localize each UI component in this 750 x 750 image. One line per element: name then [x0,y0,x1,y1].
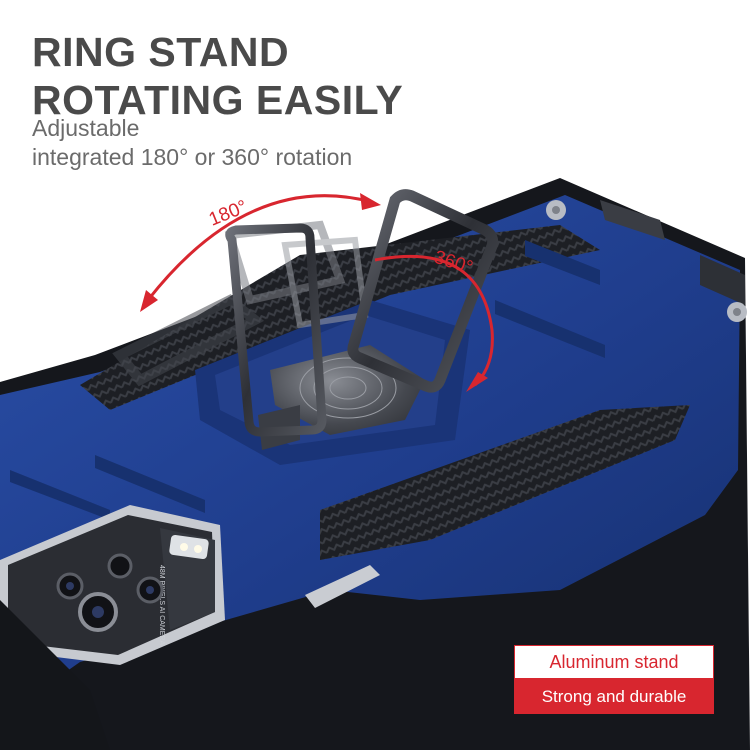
headline-line-1: RING STAND [32,29,290,75]
arrow-180-right-head [360,193,381,210]
subtitle: Adjustable integrated 180° or 360° rotat… [32,114,352,172]
rotation-arrows [146,194,494,387]
feature-badge: Aluminum stand Strong and durable [514,645,714,714]
camera-module-text: 48M PIXELS AI CAMERA [158,565,165,645]
headline: RING STAND ROTATING EASILY [32,28,403,124]
subtitle-line-2: integrated 180° or 360° rotation [32,144,353,170]
camera-module: 48M PIXELS AI CAMERA [0,505,225,665]
badge-bottom-label: Strong and durable [514,679,714,714]
ring-stand-rotated [347,189,499,393]
ring-stand-upright [225,223,327,437]
arrow-360-head [466,372,488,392]
subtitle-line-1: Adjustable [32,115,140,141]
headline-line-2: ROTATING EASILY [32,77,404,123]
badge-top-label: Aluminum stand [514,645,714,679]
corner-bumper [0,600,110,750]
arrow-180-left-head [140,290,158,312]
